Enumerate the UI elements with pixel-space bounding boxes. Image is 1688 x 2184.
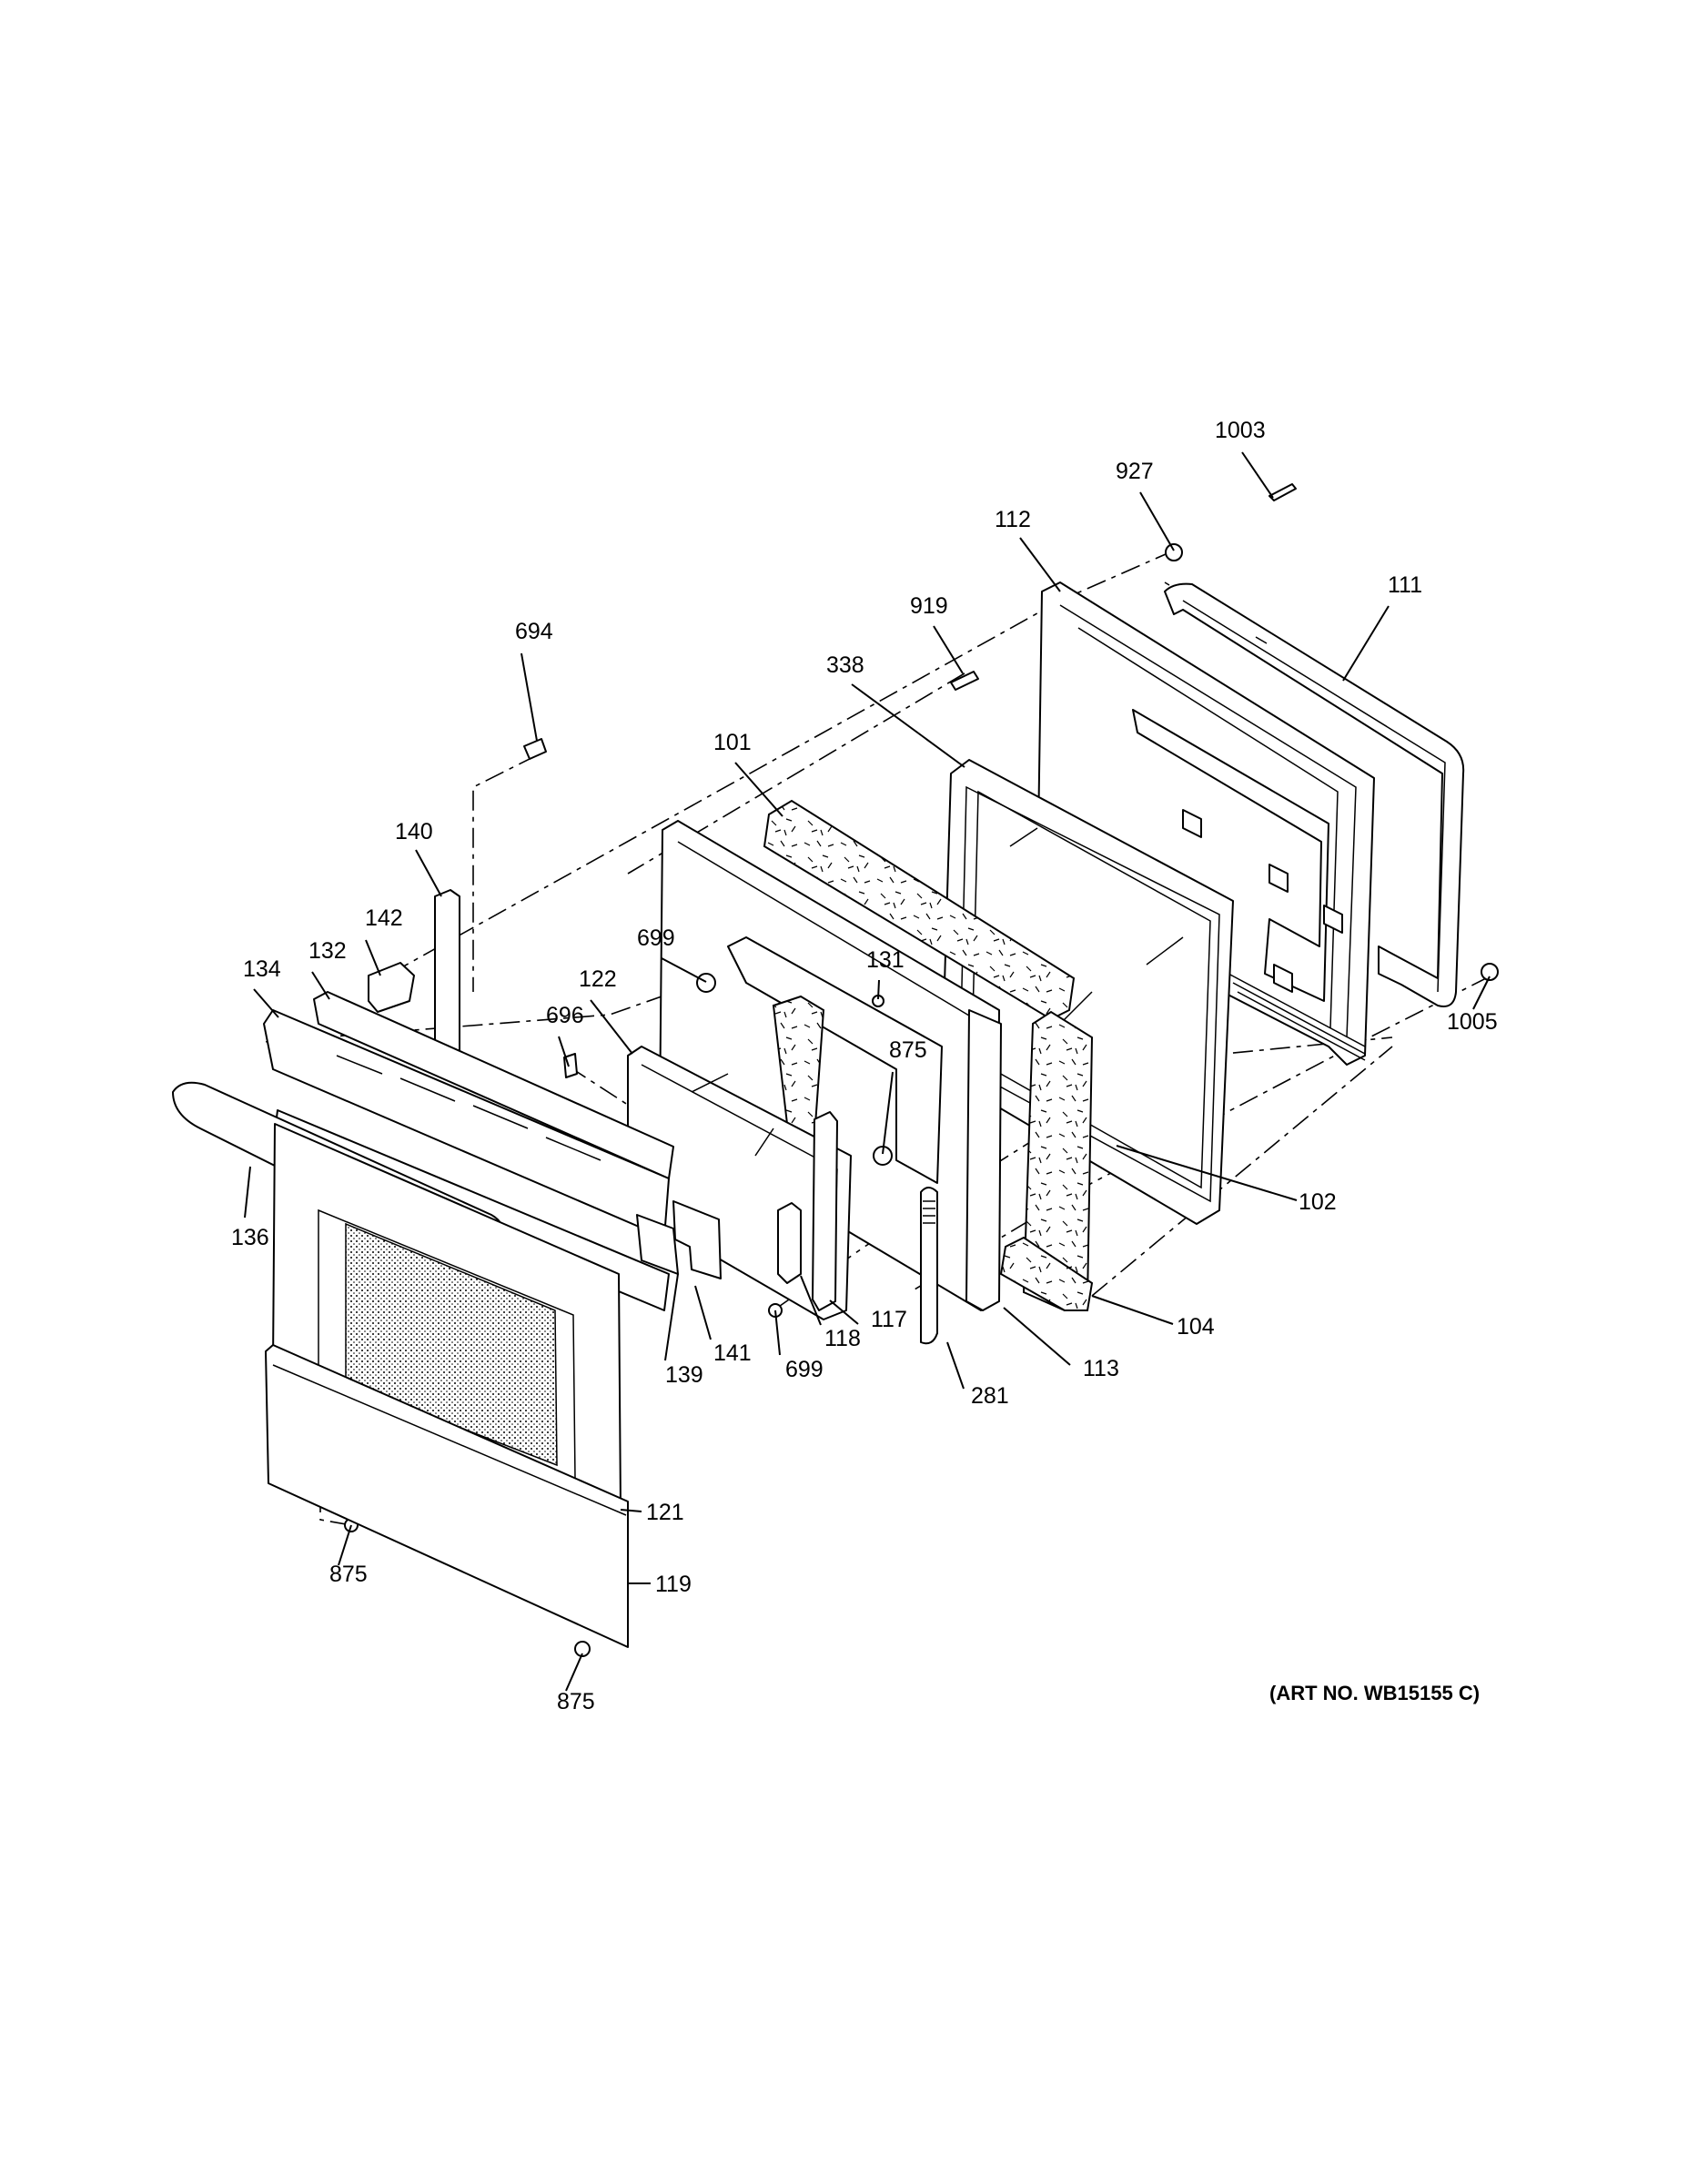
leader-line-c102 [1116,1145,1298,1201]
leader-line-c136 [244,1166,251,1218]
callout-label-c142: 142 [365,905,403,931]
callout-label-c281: 281 [971,1383,1009,1409]
callout-label-c875b: 875 [329,1562,368,1587]
callout-label-c122: 122 [579,966,617,992]
leader-line-c699b [774,1309,781,1356]
leader-line-c875c [565,1653,583,1692]
leader-line-c875b [338,1524,352,1566]
callout-label-c699a: 699 [637,925,675,951]
leader-line-c1003 [1241,451,1274,499]
leader-line-c696 [558,1036,570,1067]
callout-label-c121: 121 [646,1500,684,1525]
leader-line-c134 [253,988,279,1018]
leader-line-c140 [415,849,442,897]
leader-line-c117 [829,1299,859,1325]
leader-line-c281 [946,1341,965,1390]
part-callouts: 1003 927 112 111 919 338 694 101 140 142 134 132 699… [231,418,1498,1714]
callout-label-c875a: 875 [889,1037,927,1063]
leader-line-c101 [734,762,783,817]
callout-label-c112: 112 [995,507,1031,532]
callout-label-c1003: 1003 [1215,418,1266,443]
trim-139-141 [636,1200,722,1279]
leader-line-c118 [800,1275,822,1326]
leader-line-c1005 [1472,976,1491,1010]
callout-label-c699b: 699 [785,1357,824,1382]
callout-label-c136: 136 [231,1225,269,1250]
callout-label-c1005: 1005 [1447,1009,1498,1035]
leader-line-c111 [1342,605,1390,682]
leader-line-c142 [365,939,381,976]
leader-line-c338 [851,683,965,768]
leader-line-c131 [877,979,880,1000]
hinge-brackets-117-118 [777,1111,838,1311]
leader-line-c699a [661,957,707,983]
art-number: (ART NO. WB15155 C) [1269,1682,1480,1704]
leader-line-c113 [1003,1307,1071,1366]
callout-label-c694: 694 [515,619,553,644]
hinge-281 [920,1187,938,1345]
leader-line-c141 [694,1285,712,1340]
window-pack-338 [941,759,1234,1225]
callout-label-c338: 338 [826,652,864,678]
callout-label-c132: 132 [308,938,347,964]
door-gasket-111 [1164,582,1465,1007]
callout-label-c696: 696 [546,1003,584,1028]
callout-label-c919: 919 [910,593,948,619]
leader-line-c112 [1019,537,1061,592]
callout-label-c141: 141 [713,1340,752,1366]
callout-label-c113: 113 [1083,1356,1119,1381]
leader-line-c919 [933,625,964,674]
outer-door-121 [272,1123,622,1512]
callout-label-c927: 927 [1116,459,1154,484]
leader-line-c139 [664,1273,679,1361]
callout-label-c111: 111 [1388,572,1422,598]
callout-label-c131: 131 [866,947,905,973]
callout-label-c104: 104 [1177,1314,1215,1340]
leader-line-c875a [882,1071,894,1155]
leader-line-c104 [1091,1295,1174,1325]
callout-label-c102: 102 [1299,1189,1337,1215]
leader-line-c122 [590,999,633,1055]
leader-line-c121 [620,1509,642,1512]
leader-line-c694 [521,652,538,742]
callout-label-c117: 117 [871,1307,907,1332]
callout-label-c118: 118 [824,1326,861,1351]
callout-label-c875c: 875 [557,1689,595,1714]
bottom-trim-119 [265,1344,629,1648]
callout-label-c139: 139 [665,1362,703,1388]
callout-label-c119: 119 [655,1572,692,1597]
leader-line-c927 [1139,491,1175,551]
door-liner-101 [659,820,1002,1311]
callout-label-c140: 140 [395,819,433,844]
callout-label-c134: 134 [243,956,281,982]
callout-label-c101: 101 [713,730,752,755]
leader-line-c132 [311,971,330,1000]
insulation-102-104 [763,799,1094,1312]
